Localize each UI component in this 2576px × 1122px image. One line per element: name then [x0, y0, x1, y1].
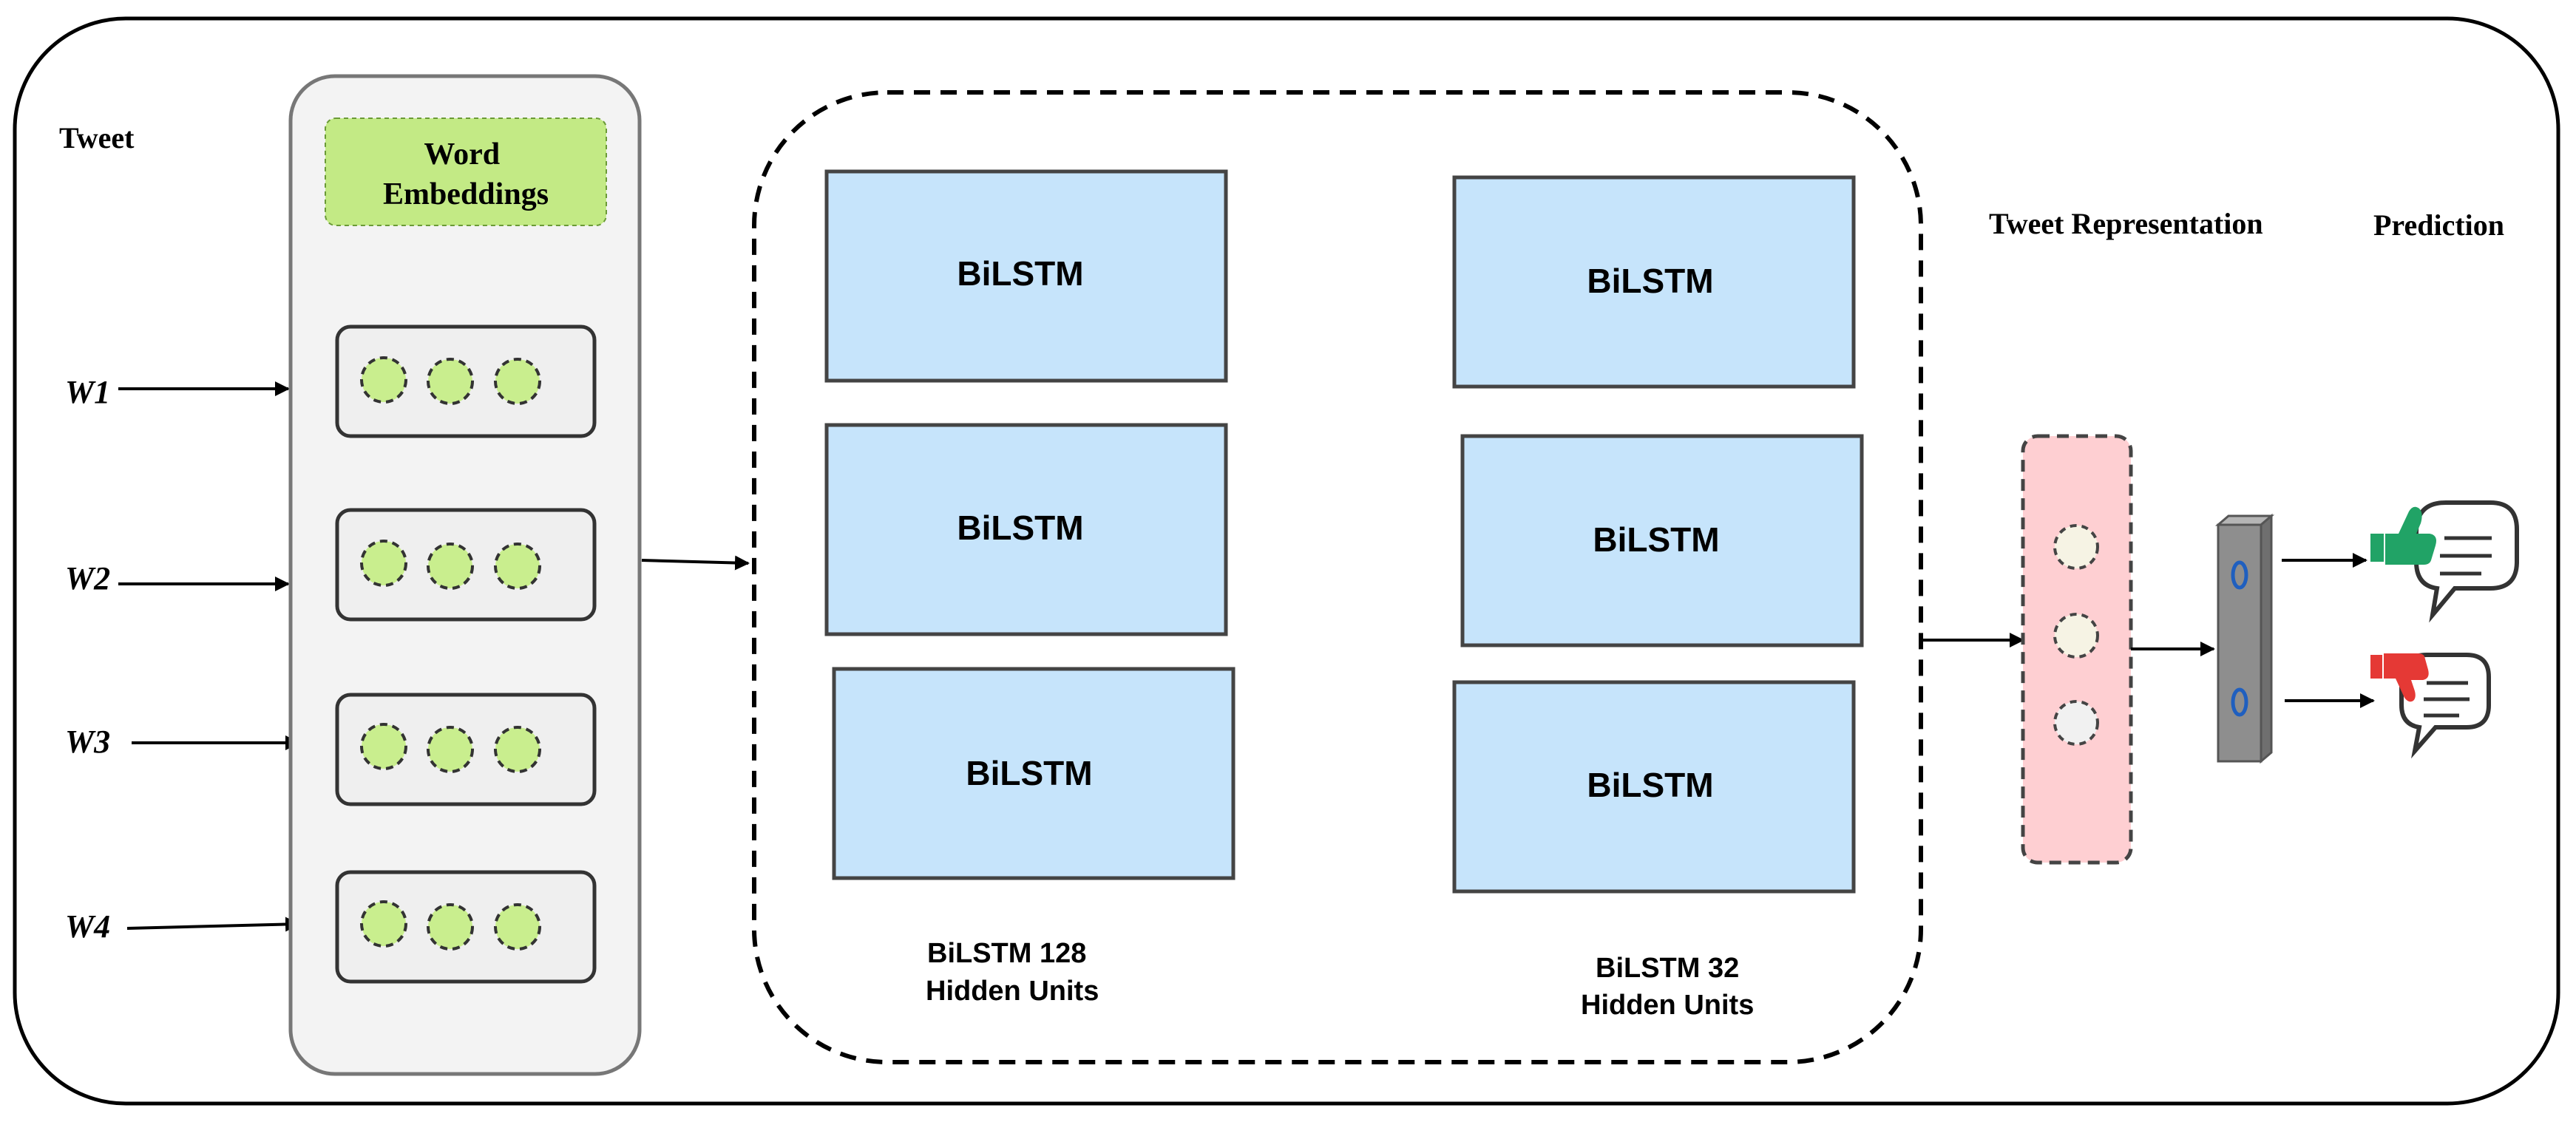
bilstm-layer-caption-line2: Hidden Units [1581, 990, 1754, 1021]
bilstm-block-label: BiLSTM [957, 509, 1083, 547]
output-bar-side [2260, 513, 2273, 764]
representation-node [2053, 613, 2099, 659]
embedding-header-box [325, 118, 607, 226]
output-node-ring [2231, 687, 2248, 717]
embedding-node [360, 356, 407, 404]
bilstm-block-label: BiLSTM [1587, 262, 1713, 300]
word-arrow [126, 917, 300, 932]
embedding-to-bilstm-arrow [641, 555, 750, 571]
embedding-title-line2: Embeddings [383, 177, 549, 211]
tweet-representation-label: Tweet Representation [1989, 207, 2263, 240]
word-embedding-panel: Word Embeddings [288, 74, 642, 1076]
embedding-node [360, 723, 407, 770]
embedding-vector [335, 870, 597, 984]
bilstm-layer-32: BiLSTM BiLSTM BiLSTM BiLSTM 32 Hidden Un… [1452, 175, 1864, 1021]
bilstm-layer-128: BiLSTM BiLSTM BiLSTM BiLSTM 128 Hidden U… [824, 169, 1236, 1007]
thumb-cuff [2370, 534, 2384, 562]
word-label: W1 [65, 374, 110, 410]
tweet-input-label: Tweet [59, 121, 135, 154]
thumb-hand [2384, 653, 2429, 702]
bilstm-block [824, 423, 1228, 636]
tweet-representation-vector [2021, 434, 2133, 865]
embedding-node [360, 540, 407, 587]
embedding-vector [335, 324, 597, 438]
output-layer [2214, 513, 2275, 764]
embedding-node [427, 543, 474, 590]
embedding-node [494, 358, 541, 405]
bilstm-block-label: BiLSTM [1587, 766, 1713, 804]
output-bar [2217, 523, 2263, 763]
bilstm-stack: BiLSTM BiLSTM BiLSTM BiLSTM 128 Hidden U… [752, 90, 1923, 1064]
bilstm-layer-caption: BiLSTM 128 Hidden Units [926, 938, 1099, 1007]
prediction-label: Prediction [2373, 208, 2504, 242]
embedding-title-line1: Word [424, 137, 500, 171]
bilstm-block-label: BiLSTM [966, 754, 1092, 792]
bilstm-block [1452, 175, 1856, 389]
embedding-title: Word Embeddings [383, 137, 549, 211]
word-inputs: W1 W2 W3 W4 [65, 374, 300, 945]
bilstm-layer-caption-line1: BiLSTM 128 [927, 938, 1086, 969]
thumb-hand [2385, 506, 2436, 565]
embedding-node [494, 543, 541, 590]
bilstm-block [824, 169, 1228, 383]
embedding-vector [335, 693, 597, 806]
embedding-node [427, 358, 474, 405]
word-label: W2 [65, 560, 110, 596]
output-node-ring [2231, 560, 2248, 590]
bilstm-block-label: BiLSTM [1593, 520, 1719, 559]
embedding-node [494, 903, 541, 951]
thumb-cuff [2370, 655, 2382, 679]
word-label: W4 [65, 908, 110, 945]
embedding-node [494, 726, 541, 773]
embedding-node [427, 726, 474, 773]
bilstm-block-label: BiLSTM [957, 254, 1083, 293]
embedding-node [427, 903, 474, 951]
thumbs-down-speech-bubble-icon [2370, 653, 2491, 759]
bilstm-layer-caption-line2: Hidden Units [926, 976, 1099, 1007]
embedding-vector [335, 508, 597, 622]
embedding-node [360, 900, 407, 948]
bilstm-block [832, 667, 1236, 880]
speech-bubble [2414, 500, 2519, 623]
bilstm-block [1452, 680, 1856, 894]
thumbs-up-speech-bubble-icon [2370, 500, 2519, 623]
bilstm-block [1460, 434, 1864, 647]
bilstm-layer-caption: BiLSTM 32 Hidden Units [1581, 953, 1754, 1021]
representation-node [2053, 524, 2099, 570]
word-label: W3 [65, 724, 110, 760]
representation-node [2053, 700, 2099, 746]
bilstm-layer-caption-line1: BiLSTM 32 [1596, 953, 1739, 984]
